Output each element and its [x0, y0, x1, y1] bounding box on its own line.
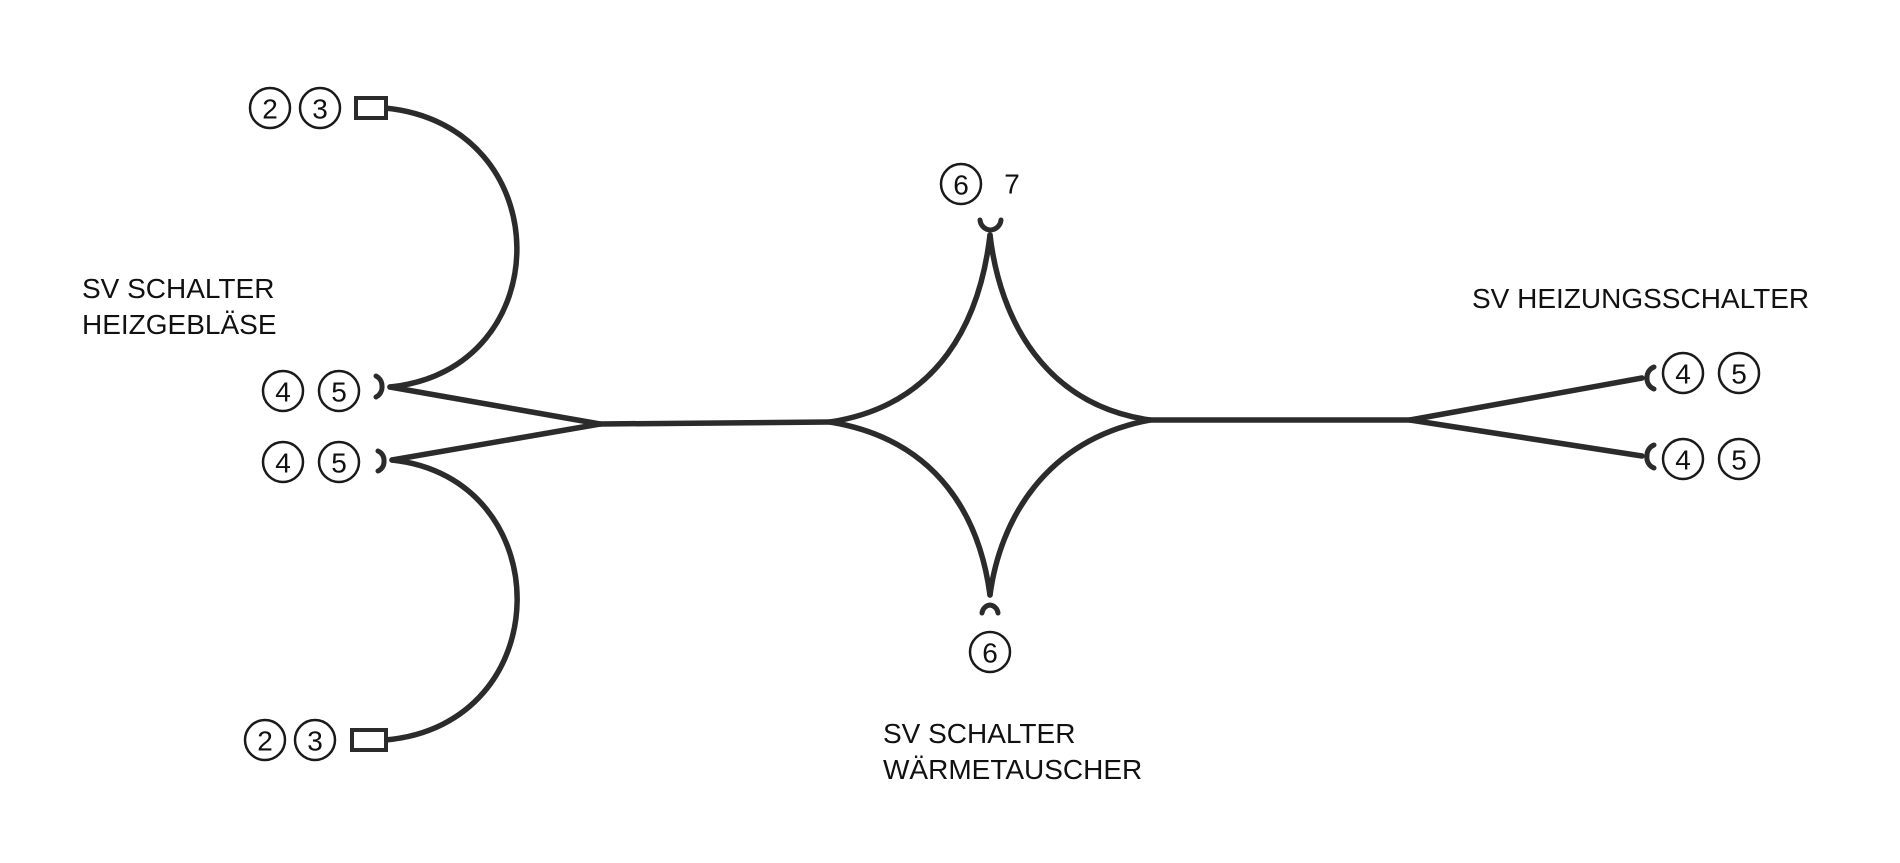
marker-number: 6 — [953, 170, 969, 201]
wire-left-lower-to-trunk — [389, 421, 603, 463]
marker-number: 3 — [307, 726, 323, 757]
connector-markers-center-top: 6 7 — [939, 162, 1020, 206]
left-title-line1: SV SCHALTER — [82, 273, 274, 304]
wire-lower-right-arc — [987, 417, 1153, 598]
marker-number: 2 — [257, 726, 273, 757]
socket-center-bottom — [979, 602, 1001, 616]
plug-bottom-left — [350, 728, 388, 752]
marker-number: 5 — [331, 448, 347, 479]
wire-top-left-branch — [382, 105, 520, 390]
marker-number: 4 — [1675, 445, 1691, 476]
right-title: SV HEIZUNGSSCHALTER — [1472, 283, 1809, 314]
connector-markers-bottom-left: 2 3 — [243, 718, 337, 762]
harness-wires — [382, 105, 1645, 743]
socket-right-lower — [1644, 442, 1657, 471]
marker-number: 6 — [982, 638, 998, 669]
plug-top-left — [354, 96, 388, 120]
wire-main-trunk-left — [597, 419, 833, 427]
marker-number: 5 — [1731, 445, 1747, 476]
marker-number: 4 — [275, 377, 291, 408]
socket-right-upper — [1644, 364, 1657, 392]
connector-markers-mid-left-upper: 4 5 — [261, 369, 361, 413]
marker-number: 4 — [1675, 359, 1691, 390]
marker-number: 4 — [275, 448, 291, 479]
wire-lower-left-arc — [827, 419, 993, 598]
connector-markers-right-upper: 4 5 — [1661, 351, 1761, 395]
marker-number: 5 — [1731, 359, 1747, 390]
marker-number: 3 — [312, 94, 328, 125]
connector-markers-top-left: 2 3 — [248, 86, 342, 130]
wire-upper-right-arc — [987, 232, 1153, 423]
marker-number: 5 — [331, 377, 347, 408]
socket-left-lower — [375, 448, 387, 474]
socket-left-upper — [373, 373, 385, 400]
wire-bottom-left-branch — [382, 457, 520, 743]
marker-number: 2 — [262, 94, 278, 125]
connector-markers-mid-left-lower: 4 5 — [261, 440, 361, 484]
left-title-line2: HEIZGEBLÄSE — [82, 309, 277, 340]
bottom-title-line2: WÄRMETAUSCHER — [883, 754, 1142, 785]
wire-right-lower-to-trunk — [1407, 417, 1645, 459]
socket-center-top — [977, 217, 1004, 233]
connector-markers-right-lower: 4 5 — [1661, 437, 1761, 481]
bottom-title-line1: SV SCHALTER — [883, 718, 1075, 749]
wire-right-upper-to-trunk — [1407, 375, 1645, 423]
connector-markers-center-bottom: 6 — [968, 630, 1012, 674]
wire-upper-left-arc — [827, 232, 993, 425]
marker-extra-number: 7 — [1004, 169, 1020, 200]
wire-left-upper-to-trunk — [387, 384, 603, 427]
